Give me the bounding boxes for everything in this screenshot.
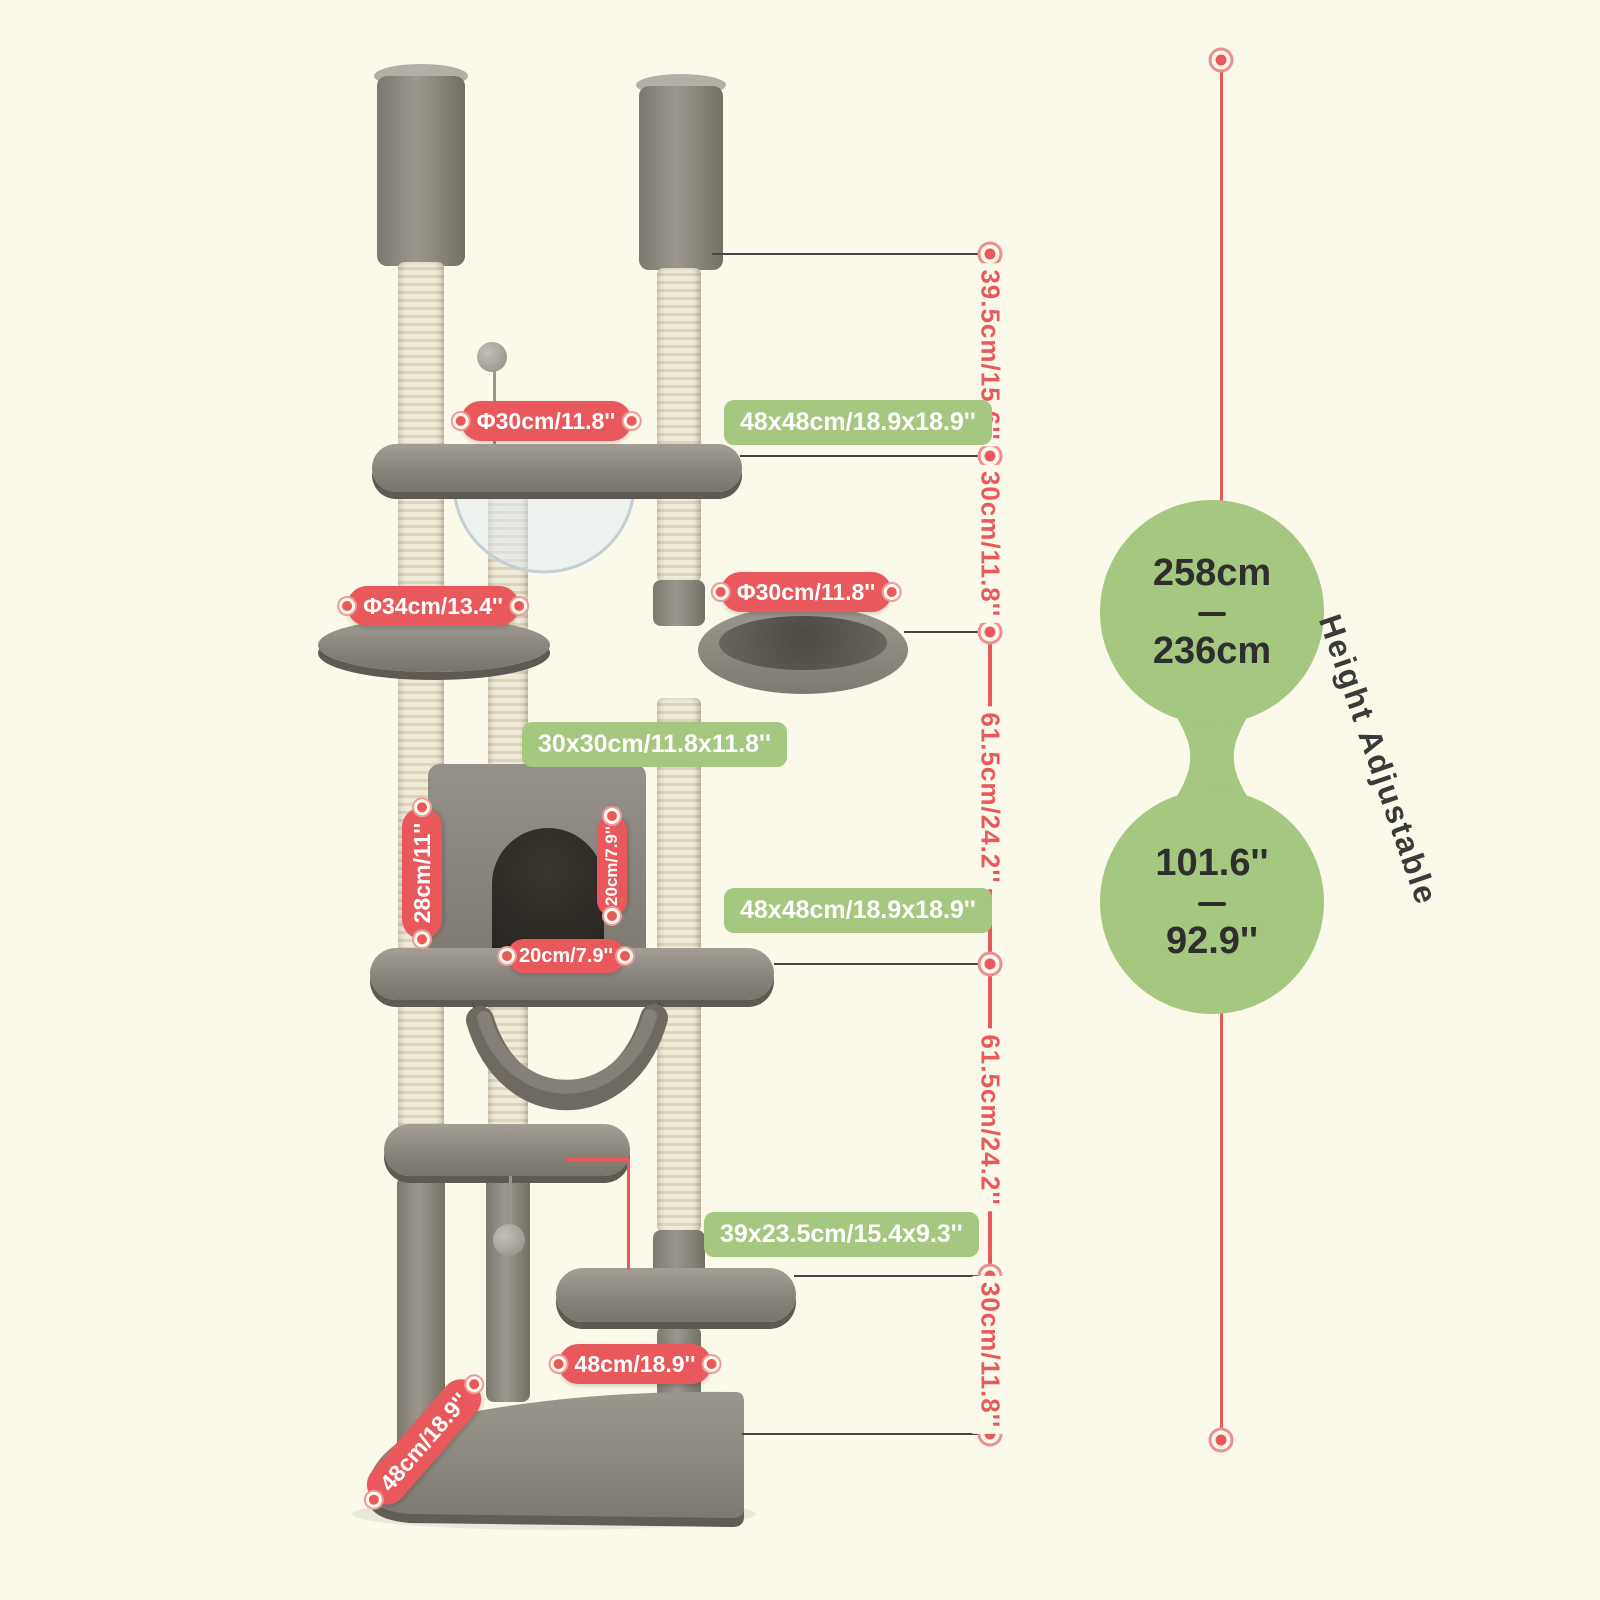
right-pole-plush-band xyxy=(653,580,705,626)
guide-line-step xyxy=(794,1275,988,1277)
guide-line-middle-platform xyxy=(774,963,988,965)
height-max-cm: 258cm xyxy=(1152,552,1272,594)
right-pole-sisal-lower xyxy=(657,1002,701,1232)
dim-label-text: 20cm/7.9'' xyxy=(602,826,621,906)
height-line-end-dot-icon xyxy=(1215,1434,1227,1446)
dim-endpoint-dot-icon xyxy=(417,801,427,812)
dim-label-text: Φ30cm/11.8'' xyxy=(476,407,616,434)
height-inch-separator xyxy=(1198,902,1226,906)
dim-top-platform-diameter: Φ30cm/11.8'' xyxy=(455,401,637,441)
dim-endpoint-dot-icon xyxy=(553,1359,564,1369)
guide-line-basket xyxy=(904,631,988,633)
size-label-step: 39x23.5cm/15.4x9.3'' xyxy=(704,1212,979,1257)
dim-house-opening-width: 20cm/7.9'' xyxy=(501,939,631,973)
ruler-node-icon xyxy=(984,248,996,260)
dim-endpoint-dot-icon xyxy=(501,951,512,961)
ruler-segment-label-2: 30cm/11.8'' xyxy=(972,464,1008,624)
size-label-top-platform: 48x48cm/18.9x18.9'' xyxy=(724,400,992,445)
left-pole-cap xyxy=(377,76,465,266)
ruler-segment-label-3: 61.5cm/24.2'' xyxy=(972,706,1008,890)
top-platform xyxy=(372,444,742,492)
dim-label-text: 48cm/18.9'' xyxy=(574,1350,696,1377)
dim-endpoint-dot-icon xyxy=(620,951,631,961)
middle-post-plush-bottom xyxy=(486,1176,530,1402)
guide-line-pole-top xyxy=(712,253,988,255)
right-pole-cap xyxy=(639,86,723,270)
dim-label-text: 20cm/7.9'' xyxy=(518,944,614,967)
dim-endpoint-dot-icon xyxy=(513,601,524,611)
guide-line-base xyxy=(742,1433,988,1435)
dim-basket-diameter: Φ30cm/11.8'' xyxy=(715,572,897,612)
dim-endpoint-dot-icon xyxy=(626,416,637,426)
dim-round-perch-diameter: Φ34cm/13.4'' xyxy=(342,586,524,626)
size-label-house: 30x30cm/11.8x11.8'' xyxy=(522,722,787,767)
ruler-segment-label-5: 30cm/11.8'' xyxy=(972,1275,1008,1435)
guide-line-top-platform xyxy=(740,455,988,457)
dim-endpoint-dot-icon xyxy=(706,1359,717,1369)
height-min-cm: 236cm xyxy=(1152,630,1272,672)
pom-ball-icon xyxy=(493,1224,525,1256)
dim-endpoint-dot-icon xyxy=(342,601,353,611)
height-cm-separator xyxy=(1198,612,1226,616)
ruler-segment-label-4: 61.5cm/24.2'' xyxy=(972,1028,1008,1212)
round-perch xyxy=(318,618,550,672)
right-pole-sisal-mid xyxy=(657,488,701,582)
dim-label-text: 28cm/11'' xyxy=(408,822,435,924)
step-connector-horizontal xyxy=(566,1158,630,1161)
height-line-end-dot-icon xyxy=(1215,54,1227,66)
dim-endpoint-dot-icon xyxy=(607,811,617,822)
ruler-node-icon xyxy=(984,450,996,462)
dim-house-height: 28cm/11'' xyxy=(402,801,442,945)
right-pole-sisal-upper xyxy=(657,268,701,460)
size-label-middle-platform: 48x48cm/18.9x18.9'' xyxy=(724,888,992,933)
dim-house-opening-height: 20cm/7.9'' xyxy=(597,811,627,921)
left-pole-sisal-upper xyxy=(398,262,444,458)
dim-label-text: Φ30cm/11.8'' xyxy=(736,578,876,605)
step-platform xyxy=(556,1268,796,1322)
dim-endpoint-dot-icon xyxy=(715,587,726,597)
basket-bed-interior xyxy=(719,616,887,670)
dim-endpoint-dot-icon xyxy=(455,416,466,426)
dim-endpoint-dot-icon xyxy=(417,934,427,945)
ruler-node-icon xyxy=(984,626,996,638)
teaser-ball-icon xyxy=(477,342,507,372)
pom-string xyxy=(509,1176,512,1230)
dim-label-text: Φ34cm/13.4'' xyxy=(363,592,503,619)
hammock xyxy=(466,1001,668,1111)
lower-platform xyxy=(384,1124,630,1176)
dim-base-width: 48cm/18.9'' xyxy=(553,1344,717,1384)
dim-endpoint-dot-icon xyxy=(607,910,617,921)
height-min-inch: 92.9'' xyxy=(1165,920,1259,962)
height-max-inch: 101.6'' xyxy=(1155,842,1269,884)
step-connector-vertical xyxy=(627,1158,630,1270)
ruler-node-icon xyxy=(984,958,996,970)
dim-endpoint-dot-icon xyxy=(886,587,897,597)
